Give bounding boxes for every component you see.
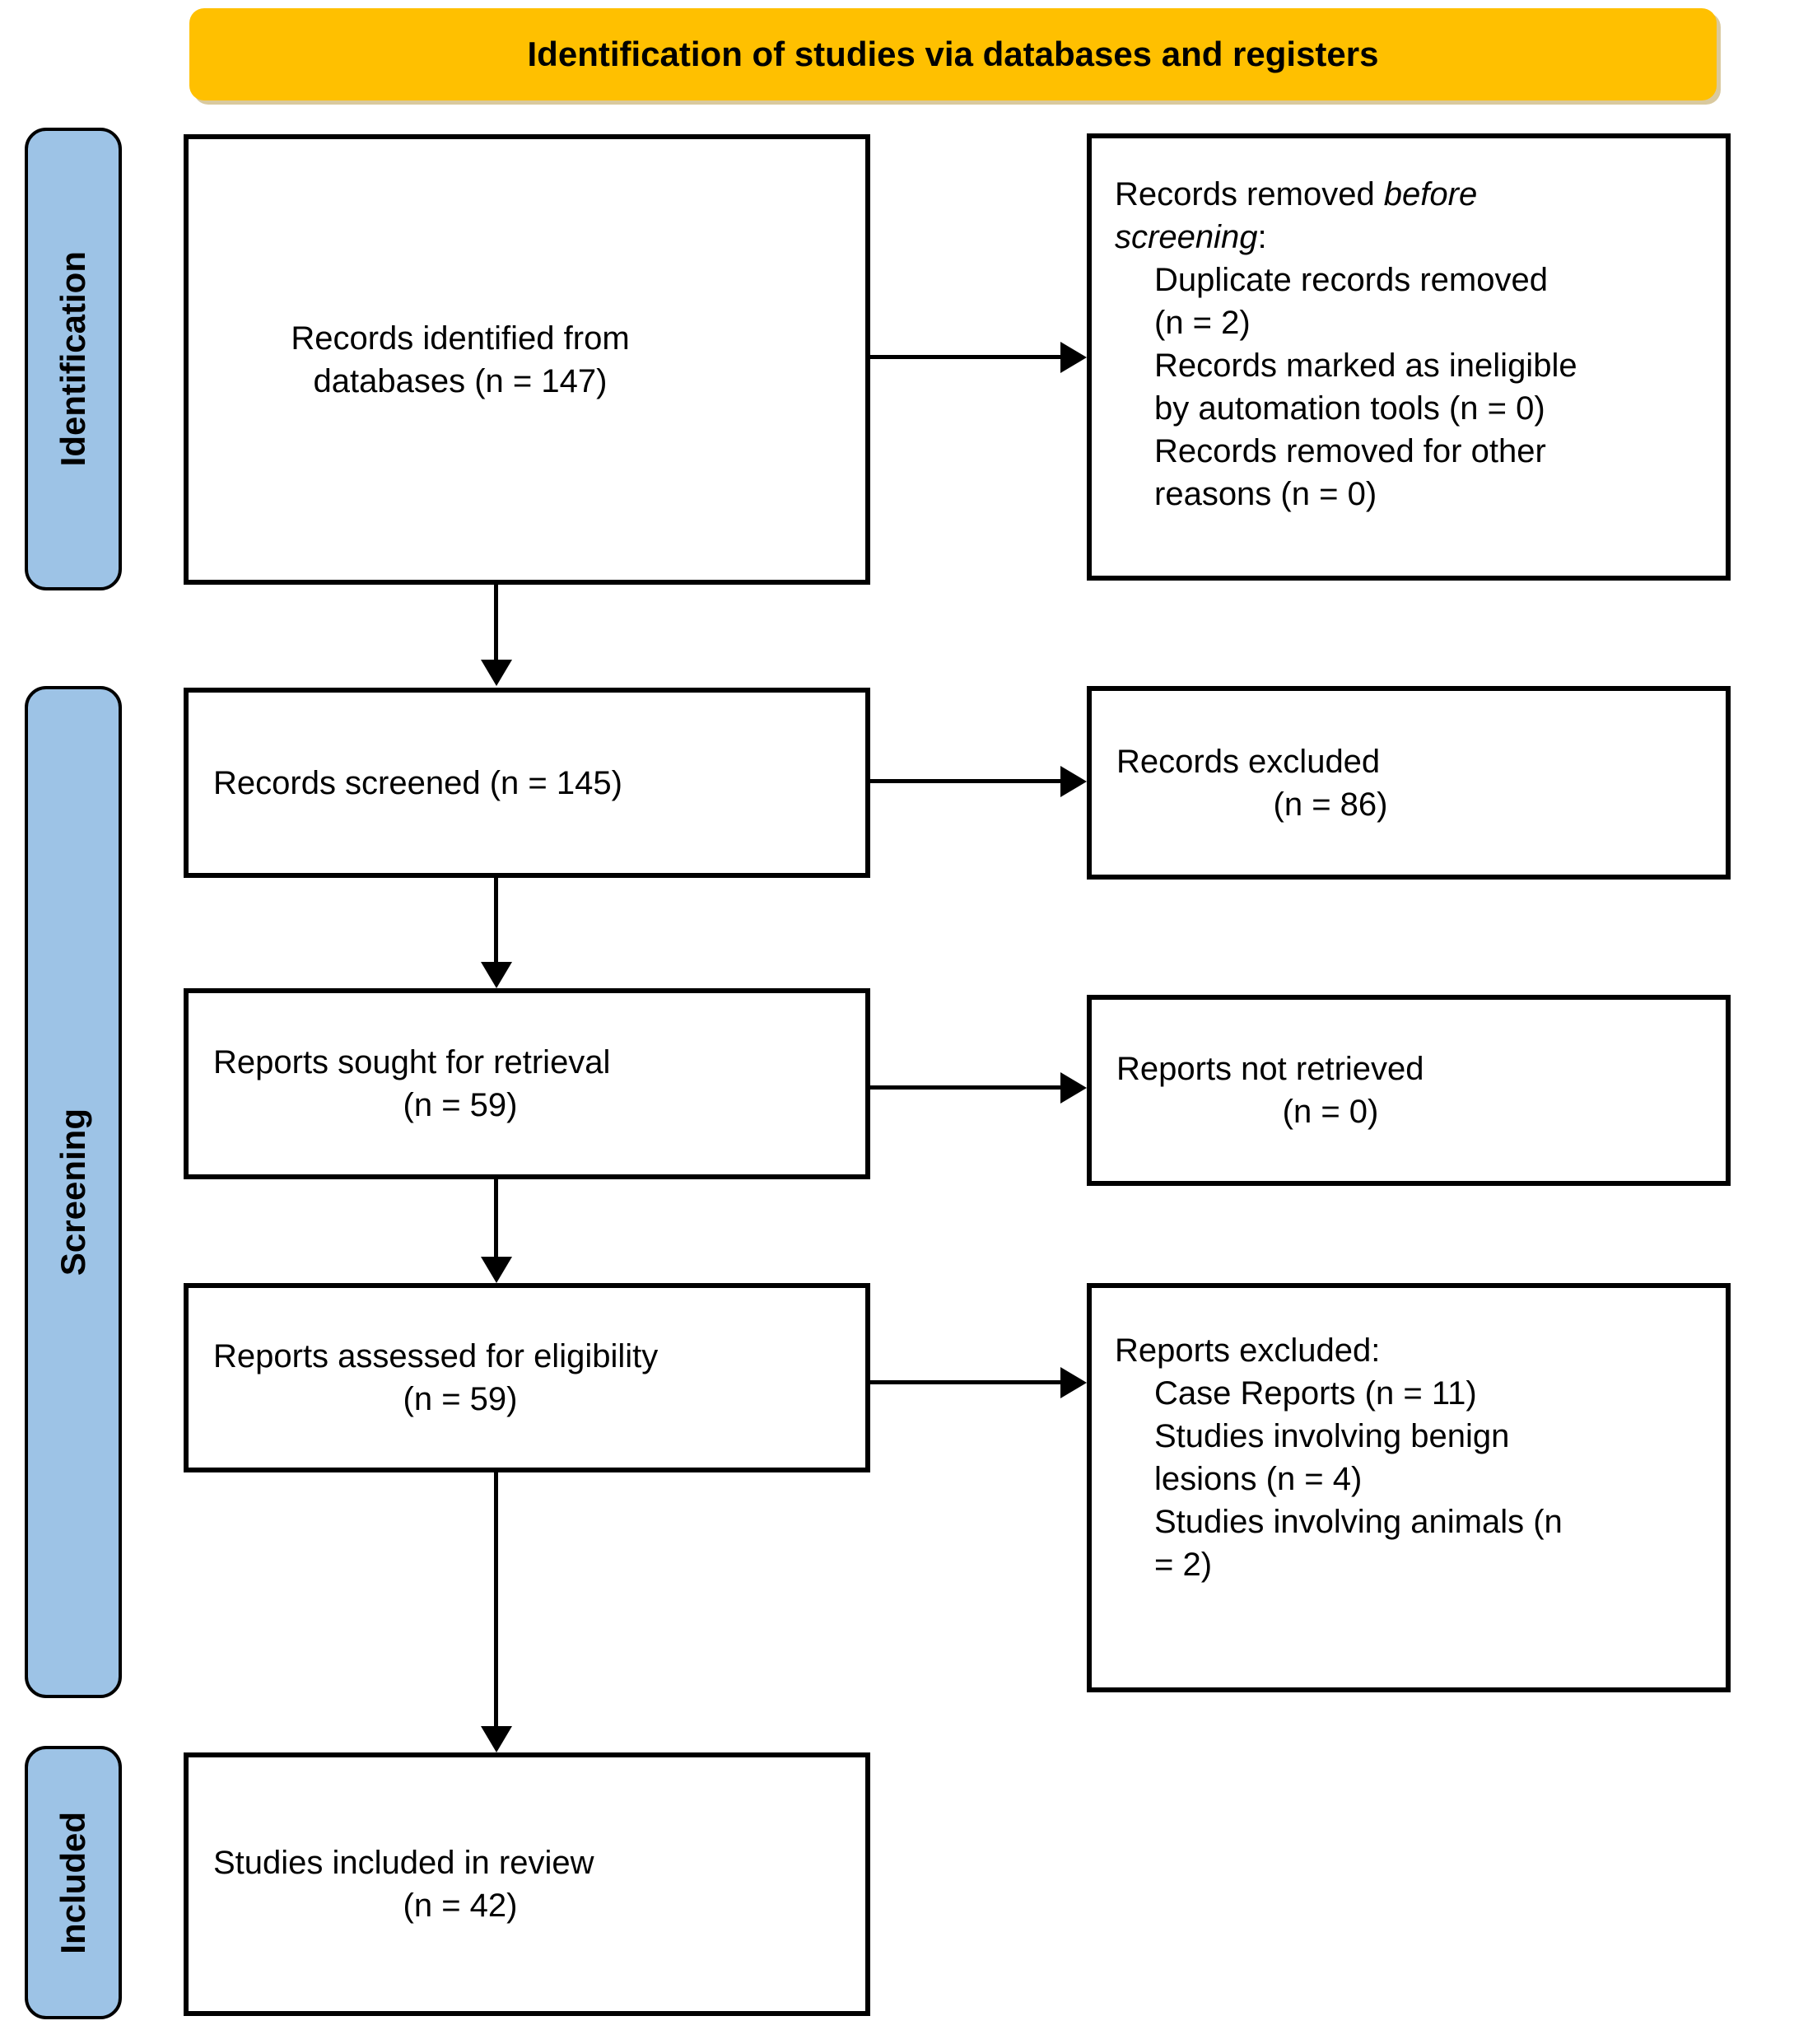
flow-box-studies-included: Studies included in review (n = 42): [184, 1752, 870, 2016]
reports-assessed-line2: (n = 59): [403, 1381, 518, 1417]
arrow-down-icon: [494, 585, 498, 660]
records-screened-line1: Records screened (n = 145): [213, 764, 622, 801]
reports-excluded-item-line: Case Reports (n = 11): [1154, 1375, 1477, 1412]
records-removed-italic-screening: screening: [1115, 219, 1258, 255]
arrow-right-icon: [870, 1380, 1060, 1384]
arrow-right-icon: [870, 355, 1060, 359]
arrow-down-icon: [494, 878, 498, 962]
records-removed-item-line: by automation tools (n = 0): [1154, 390, 1545, 427]
flow-box-records-removed: Records removed before screening: Duplic…: [1087, 133, 1731, 581]
stage-label-included-text: Included: [54, 1811, 92, 1954]
arrow-down-icon: [494, 1472, 498, 1726]
reports-excluded-heading: Reports excluded:: [1115, 1332, 1381, 1369]
reports-sought-line2: (n = 59): [403, 1087, 518, 1123]
records-removed-item-line: Records marked as ineligible: [1154, 348, 1577, 384]
stage-label-identification: Identification: [25, 128, 122, 590]
records-removed-item-line: reasons (n = 0): [1154, 476, 1377, 512]
flow-box-reports-excluded: Reports excluded: Case Reports (n = 11) …: [1087, 1283, 1731, 1692]
records-removed-item-line: Duplicate records removed: [1154, 262, 1548, 298]
flow-box-records-excluded: Records excluded (n = 86): [1087, 686, 1731, 880]
studies-included-line1: Studies included in review: [213, 1845, 594, 1881]
records-identified-line1: Records identified from: [291, 320, 630, 357]
reports-excluded-item-line: = 2): [1154, 1547, 1213, 1583]
records-removed-heading-line2: screening:: [1115, 219, 1267, 255]
arrow-right-icon: [870, 779, 1060, 783]
stage-label-identification-text: Identification: [54, 251, 92, 467]
records-excluded-line2: (n = 86): [1273, 786, 1388, 823]
stage-label-screening: Screening: [25, 686, 122, 1698]
reports-not-retrieved-line1: Reports not retrieved: [1116, 1051, 1424, 1087]
reports-not-retrieved-line2: (n = 0): [1282, 1094, 1379, 1130]
arrow-right-icon: [870, 1085, 1060, 1090]
flow-box-reports-sought: Reports sought for retrieval (n = 59): [184, 988, 870, 1179]
title-banner: Identification of studies via databases …: [189, 8, 1717, 100]
records-identified-line2: databases (n = 147): [313, 362, 608, 399]
flow-box-records-screened: Records screened (n = 145): [184, 688, 870, 878]
records-removed-italic-before: before: [1383, 176, 1478, 212]
records-removed-item-line: Records removed for other: [1154, 433, 1546, 469]
reports-assessed-line1: Reports assessed for eligibility: [213, 1338, 659, 1374]
stage-label-included: Included: [25, 1746, 122, 2019]
flow-box-records-identified: Records identified from databases (n = 1…: [184, 134, 870, 585]
reports-excluded-item-line: Studies involving benign: [1154, 1418, 1510, 1454]
studies-included-line2: (n = 42): [403, 1888, 518, 1924]
records-removed-heading-line1: Records removed before: [1115, 176, 1478, 212]
reports-excluded-item-line: lesions (n = 4): [1154, 1461, 1363, 1497]
reports-excluded-item-line: Studies involving animals (n: [1154, 1504, 1563, 1540]
records-excluded-line1: Records excluded: [1116, 743, 1381, 780]
reports-sought-line1: Reports sought for retrieval: [213, 1044, 611, 1080]
flow-box-reports-assessed: Reports assessed for eligibility (n = 59…: [184, 1283, 870, 1472]
flow-box-reports-not-retrieved: Reports not retrieved (n = 0): [1087, 995, 1731, 1186]
records-removed-item-line: (n = 2): [1154, 305, 1251, 341]
diagram-title: Identification of studies via databases …: [527, 35, 1379, 73]
arrow-down-icon: [494, 1179, 498, 1257]
stage-label-screening-text: Screening: [54, 1108, 92, 1276]
